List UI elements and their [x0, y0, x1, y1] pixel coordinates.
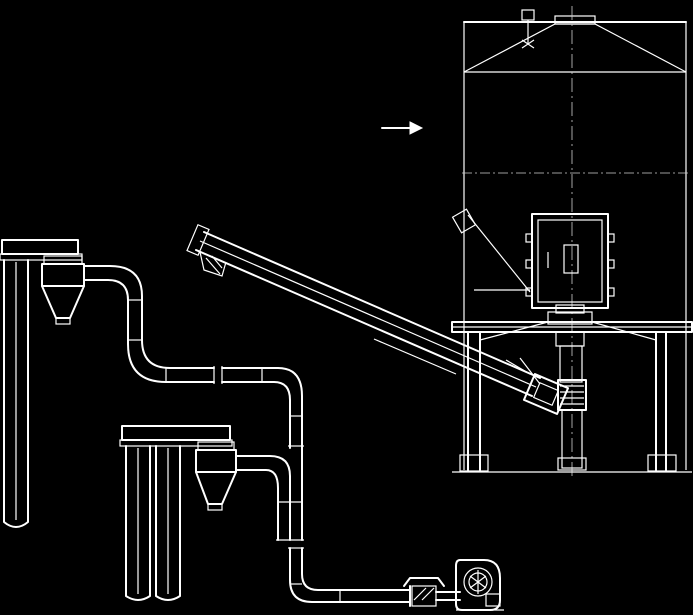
screw-conveyor-drive [505, 357, 570, 415]
screw-conveyor [186, 223, 570, 415]
bag-filter-center [119, 425, 233, 601]
direction-arrow [381, 121, 424, 135]
silo-vent-valve [521, 9, 535, 49]
storage-silo [451, 6, 693, 480]
pneumatic-pipeline [83, 265, 411, 607]
cyclone-center [195, 441, 237, 511]
blower [455, 559, 504, 611]
silo-inlet-hopper [451, 208, 615, 309]
silo-roof [463, 15, 687, 470]
silo-support-legs [452, 321, 692, 473]
